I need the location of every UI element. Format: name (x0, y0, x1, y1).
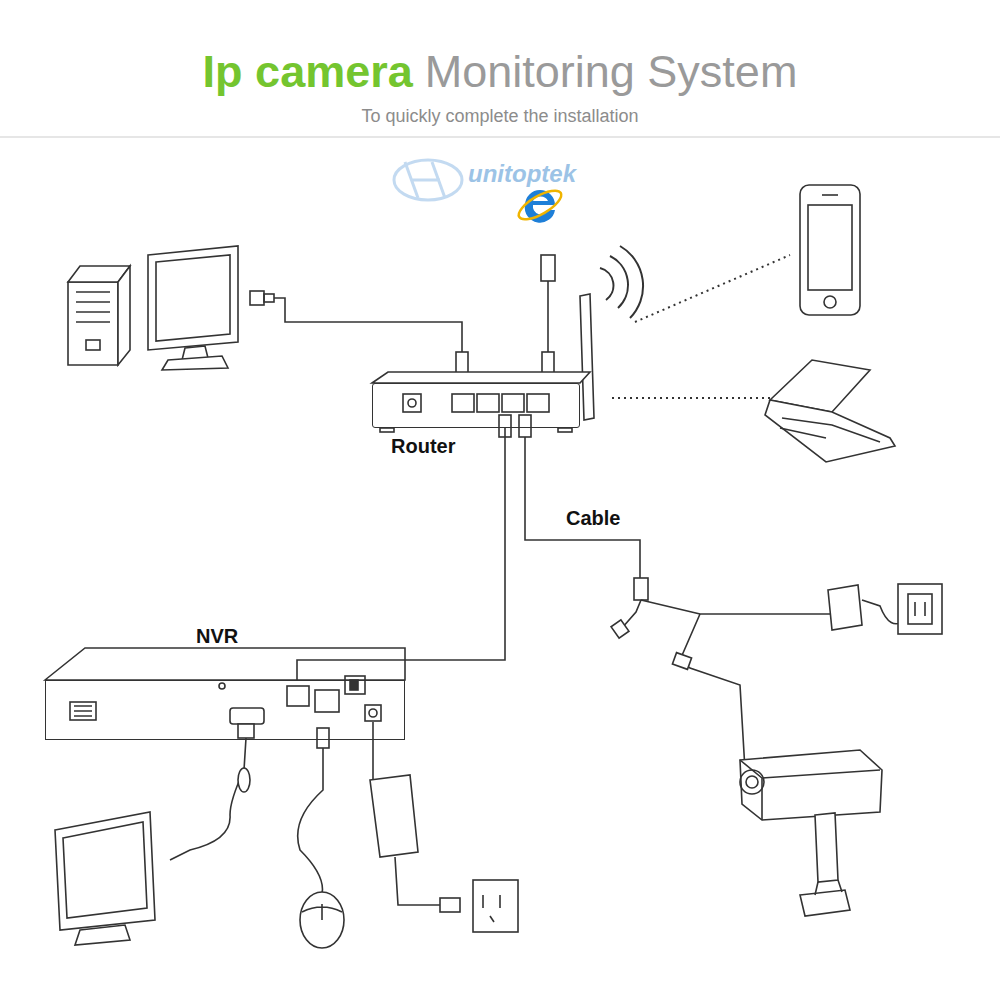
cable-connector (297, 428, 505, 680)
title: Ip camera (203, 46, 413, 98)
internet-icon (515, 185, 566, 225)
wireless-link (612, 255, 790, 398)
smartphone (800, 185, 860, 315)
ip-camera (740, 750, 882, 916)
antenna (580, 246, 643, 420)
power-adapter (828, 584, 942, 634)
computer-tower (68, 266, 130, 365)
nvr-box: NVR (45, 680, 405, 740)
camera-cable (525, 437, 845, 770)
router-box: Router (372, 383, 580, 428)
node-label: NVR (196, 625, 238, 648)
watermark: unitoptek (468, 160, 576, 188)
title-row: Ip cameraMonitoring System (0, 46, 1000, 98)
cable-label: Cable (566, 507, 620, 530)
mouse (298, 728, 344, 948)
laptop (765, 360, 895, 462)
vga-cable (55, 724, 254, 945)
pc-cable (250, 291, 468, 374)
node-label: Router (391, 435, 455, 458)
title-suffix: Monitoring System (425, 46, 798, 98)
monitor (148, 246, 238, 370)
internet-cable (541, 255, 555, 374)
caption: To quickly complete the installation (0, 106, 1000, 127)
router-details (372, 372, 590, 437)
power-brick (370, 722, 518, 932)
divider-line (0, 136, 1000, 138)
watermark-logo (394, 160, 462, 200)
